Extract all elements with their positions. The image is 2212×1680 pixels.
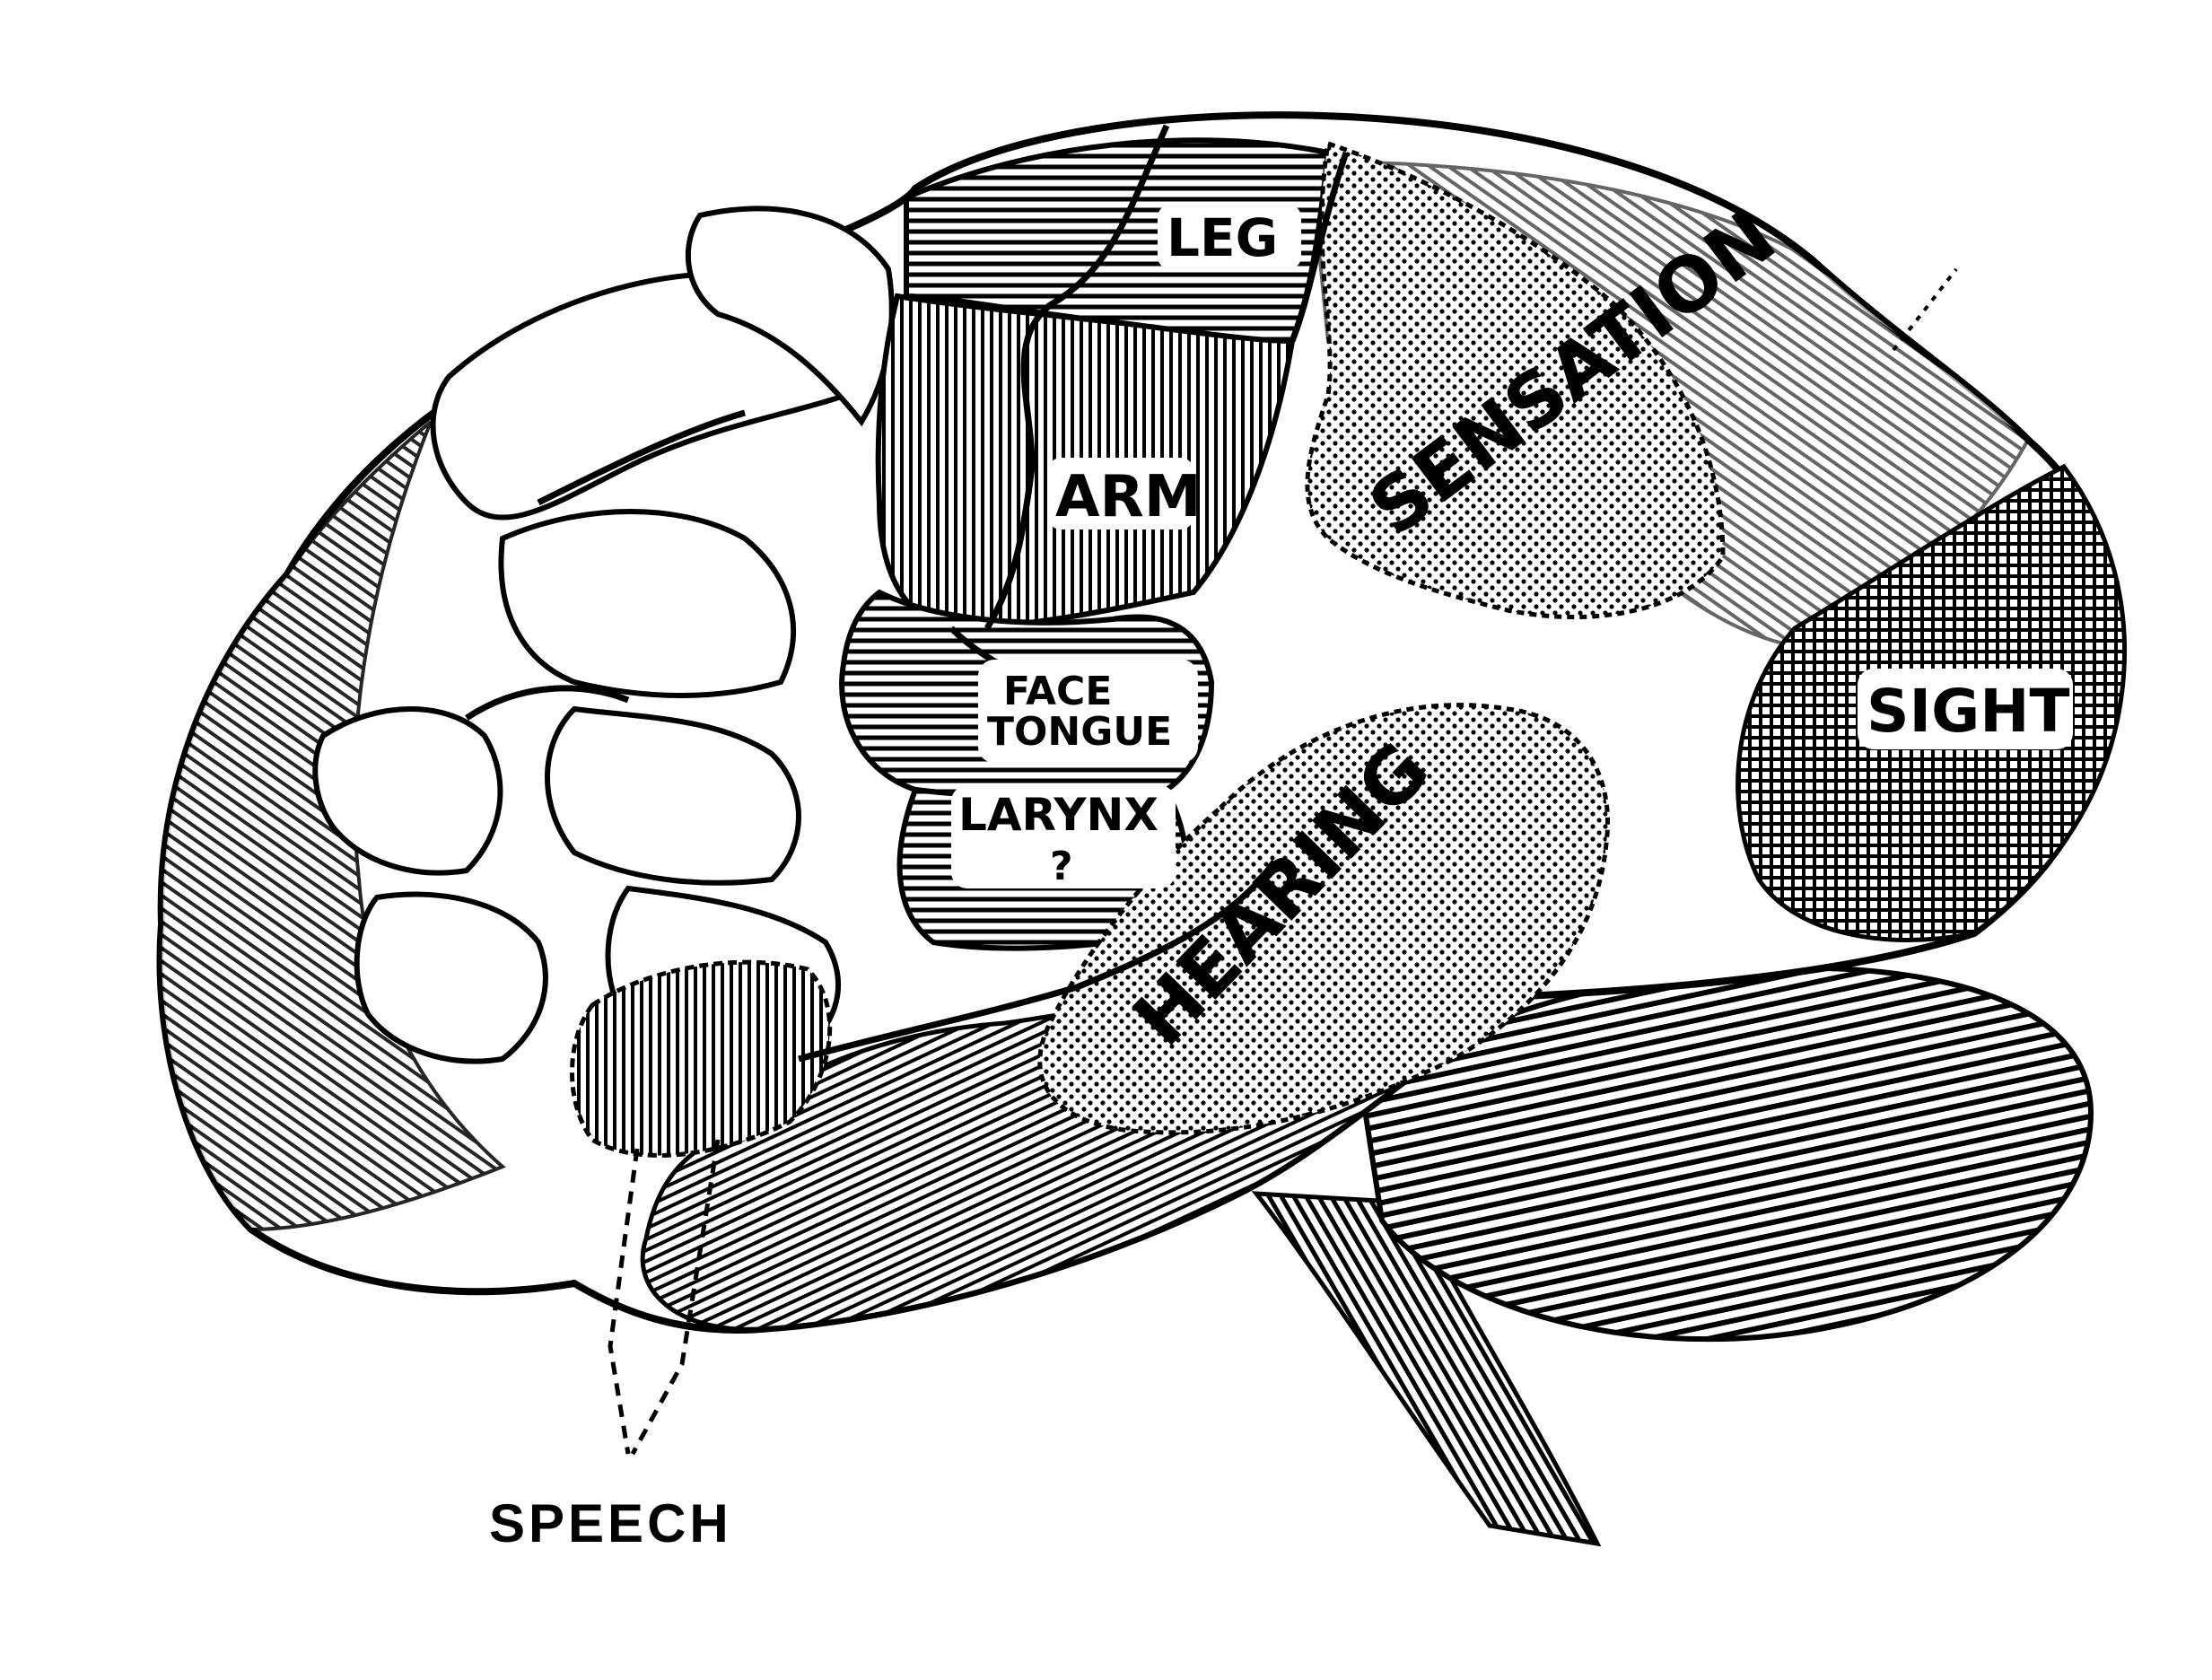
label-speech: SPEECH xyxy=(489,1493,732,1553)
hearing-area xyxy=(1037,703,1610,1135)
label-tongue: TONGUE xyxy=(987,709,1172,755)
label-sight: SIGHT xyxy=(1867,677,2070,746)
label-face: FACE xyxy=(1003,669,1112,714)
speech-pointers xyxy=(608,1139,721,1456)
label-arm: ARM xyxy=(1055,464,1202,530)
sulcus-lines xyxy=(465,124,1350,1063)
sensation-area xyxy=(1305,140,1726,619)
label-leg: LEG xyxy=(1167,207,1278,268)
label-backgrounds xyxy=(951,205,2073,888)
label-larynx-question: ? xyxy=(1050,844,1073,889)
brain-stem xyxy=(1251,1191,1602,1547)
label-larynx: LARYNX xyxy=(958,789,1158,841)
speech-area xyxy=(570,959,833,1158)
frontal-gyri xyxy=(312,206,895,1064)
dotted-leader xyxy=(1892,267,1958,352)
